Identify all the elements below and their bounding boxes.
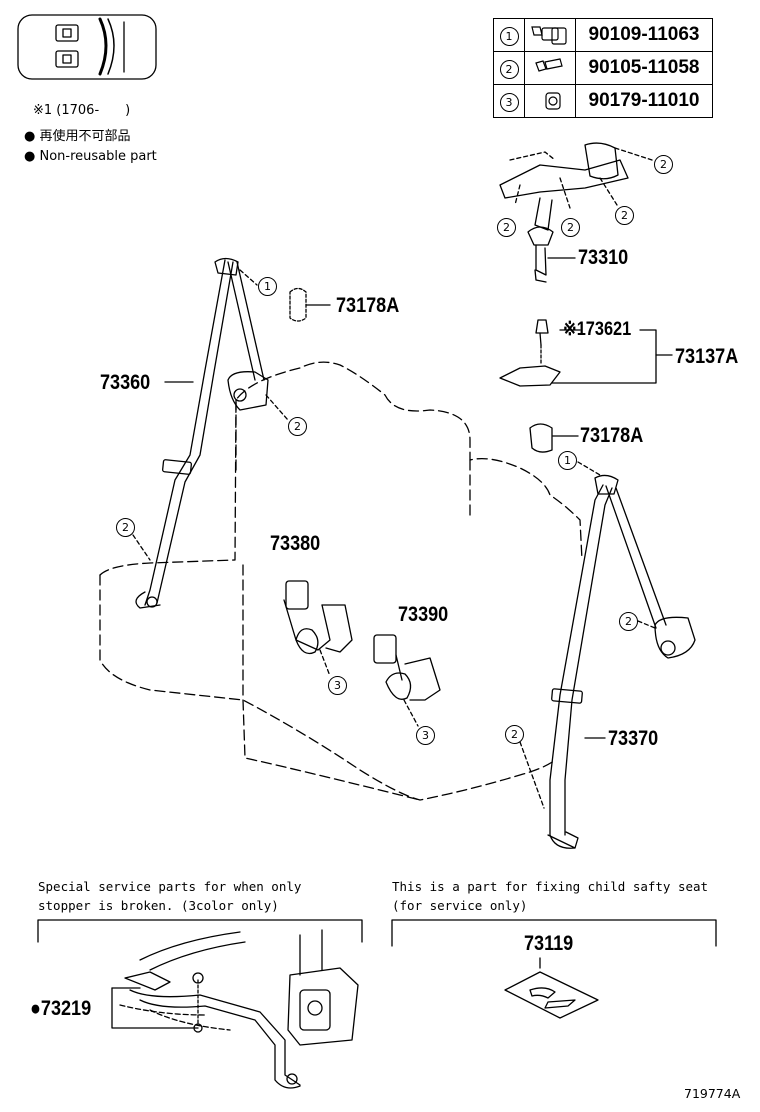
- plate-73119-drawing: [504, 957, 599, 1019]
- part-label-73310: 73310: [578, 246, 629, 269]
- callout-circle: 2: [497, 218, 516, 237]
- callout-circle: 2: [505, 725, 524, 744]
- part-number: 90179-11010: [575, 84, 713, 118]
- legend-row: 1 90109-11063: [493, 18, 713, 52]
- part-label-73360: 73360: [100, 371, 151, 394]
- part-label-73370: 73370: [608, 727, 659, 750]
- retractor-73310-drawing: [499, 142, 653, 283]
- bolt-with-washer-icon: [524, 18, 576, 52]
- legend-row: 2 90105-11058: [493, 51, 713, 85]
- callout-circle: 1: [558, 451, 577, 470]
- legend-row: 3 90179-11010: [493, 84, 713, 118]
- part-label-73219: ●73219: [30, 997, 92, 1020]
- part-label-73178a-top: 73178A: [336, 294, 400, 317]
- part-number: 90109-11063: [575, 18, 713, 52]
- part-label-73137a: 73137A: [675, 345, 739, 368]
- buckle-73380-drawing: [283, 580, 353, 655]
- callout-circle: 1: [499, 26, 519, 46]
- part-label-73621: ※173621: [563, 319, 632, 340]
- part-label-73119: 73119: [524, 932, 574, 955]
- callout-circle: 3: [416, 726, 435, 745]
- buckle-73390-drawing: [373, 634, 441, 701]
- part-label-73380: 73380: [270, 532, 321, 555]
- callout-circle: 2: [654, 155, 673, 174]
- special-service-note-line2: stopper is broken. (3color only): [38, 898, 279, 913]
- part-label-73178a-right: 73178A: [580, 424, 644, 447]
- callout-circle: 3: [499, 92, 519, 112]
- part-number: 90105-11058: [575, 51, 713, 85]
- nut-icon: [524, 84, 576, 118]
- callout-circle: 1: [258, 277, 277, 296]
- bullet-icon: ●: [24, 149, 40, 164]
- callout-circle: 2: [615, 206, 634, 225]
- fastener-legend-table: 1 90109-11063 2 90105-11058 3 90179-1101…: [493, 18, 713, 118]
- callout-circle: 3: [328, 676, 347, 695]
- part-label-73390: 73390: [398, 603, 449, 626]
- non-reusable-note-jp: ● 再使用不可部品: [24, 129, 131, 144]
- child-seat-note-line2: (for service only): [392, 898, 528, 913]
- applicability-note: ※1 (1706- ): [33, 103, 131, 118]
- bolt-icon: [524, 51, 576, 85]
- callout-circle: 2: [561, 218, 580, 237]
- callout-circle: 2: [116, 518, 135, 537]
- figure-id: 719774A: [684, 1086, 741, 1101]
- callout-circle: 2: [499, 59, 519, 79]
- callout-circle: 2: [288, 417, 307, 436]
- callout-circle: 2: [619, 612, 638, 631]
- stopper-73219-drawing: [111, 929, 359, 1089]
- bullet-icon: ●: [24, 129, 40, 144]
- non-reusable-note-en: ● Non-reusable part: [24, 149, 157, 164]
- vehicle-location-icon: [17, 14, 157, 80]
- child-seat-note-line1: This is a part for fixing child safty se…: [392, 879, 709, 894]
- special-service-note-line1: Special service parts for when only: [38, 879, 302, 894]
